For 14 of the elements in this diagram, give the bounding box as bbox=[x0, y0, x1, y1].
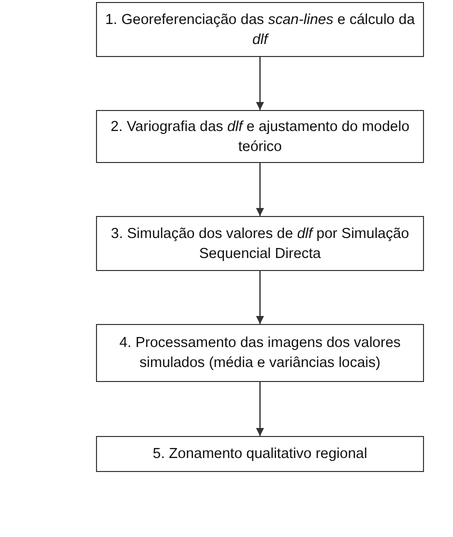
arrow bbox=[256, 271, 264, 324]
step-text: 4. Processamento das imagens dos valores simulados (média e variâncias locais) bbox=[118, 334, 402, 373]
step-text: 2. Variografia das dlf e ajustamento do modelo teórico bbox=[110, 118, 410, 156]
process-box bbox=[96, 2, 424, 57]
arrow bbox=[256, 382, 264, 436]
arrow bbox=[256, 163, 264, 216]
step-text: 3. Simulação dos valores de dlf por Simulação Sequencial Directa bbox=[110, 224, 410, 264]
process-box bbox=[96, 110, 424, 163]
process-box bbox=[96, 216, 424, 271]
step-text: 1. Georeferenciação das scan-lines e cálculo da dlf bbox=[105, 10, 415, 50]
step-text: 5. Zonamento qualitativo regional bbox=[152, 445, 368, 464]
process-box bbox=[96, 436, 424, 472]
arrow bbox=[256, 57, 264, 110]
process-box bbox=[96, 324, 424, 382]
